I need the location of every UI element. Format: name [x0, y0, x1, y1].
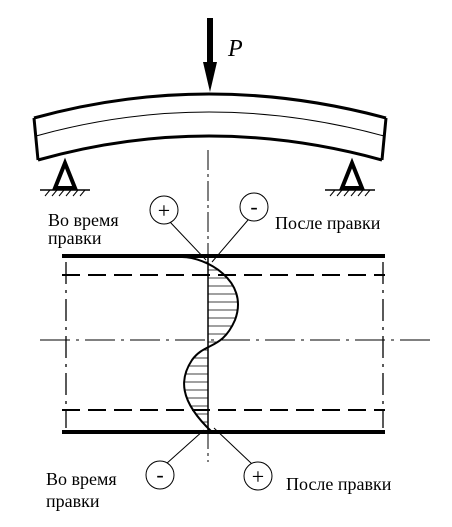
right-support-icon — [325, 157, 375, 197]
left-support-icon — [40, 157, 90, 197]
svg-text:+: + — [158, 198, 170, 223]
label-bottom-right: После правки — [286, 474, 392, 494]
label-top-left-line2: правки — [48, 228, 102, 248]
label-bottom-left-line1: Во время — [46, 469, 117, 489]
beam-section — [62, 254, 385, 434]
leader-lines — [165, 219, 253, 465]
force-arrow — [203, 18, 217, 92]
svg-text:-: - — [250, 194, 257, 219]
label-top-right: После правки — [275, 213, 381, 233]
sign-top-left: + — [149, 195, 179, 225]
bent-beam — [32, 92, 388, 162]
force-label: P — [227, 36, 243, 62]
svg-text:+: + — [252, 464, 264, 489]
sign-top-right: - — [239, 192, 269, 222]
sign-bottom-right: + — [243, 461, 273, 491]
sign-bottom-left: - — [145, 460, 175, 490]
stress-diagram — [181, 256, 239, 433]
svg-text:-: - — [156, 462, 163, 487]
label-bottom-left-line2: правки — [46, 491, 100, 511]
label-top-left-line1: Во время — [48, 210, 119, 230]
